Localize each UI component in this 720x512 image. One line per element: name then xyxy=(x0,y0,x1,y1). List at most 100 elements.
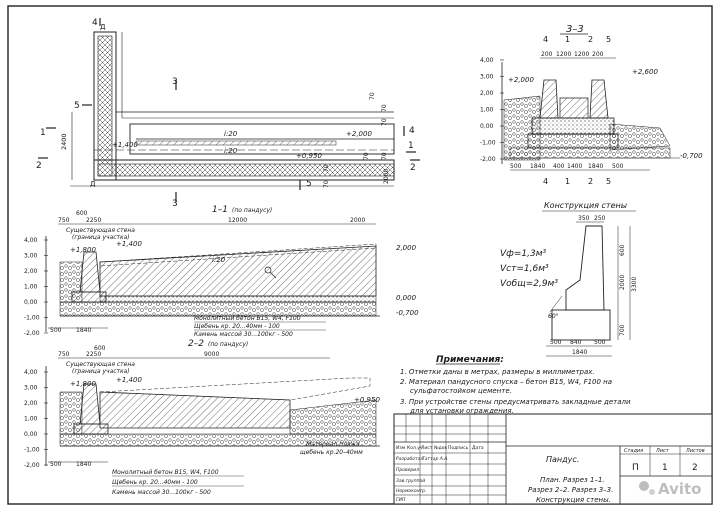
elevation-mark: -0,700 xyxy=(680,152,703,160)
material-note: Монолитный бетон B15, W4, F100 xyxy=(112,469,219,476)
dim-label: 1200 xyxy=(556,51,571,58)
material-note: Камень массой 30...100кг - 500 xyxy=(112,489,211,496)
scale-tick-label: -1,00 xyxy=(24,447,40,454)
scale-tick-label: 1,00 xyxy=(24,284,38,291)
plan-grid-letter: Д xyxy=(100,23,106,31)
dim-label: 600 xyxy=(94,345,106,352)
plan-dim: 70 xyxy=(323,180,330,188)
plan-section-mark: 3 xyxy=(172,77,178,87)
elevation-mark: -0,700 xyxy=(396,309,419,317)
plan-dim: 70 xyxy=(381,152,388,160)
stamp-header: Дата xyxy=(472,445,484,451)
plan-elevation-mark: +0,950 xyxy=(296,152,322,160)
plan-section-mark: 5 xyxy=(74,101,80,111)
drawing-contents: Конструкция стены. xyxy=(536,496,611,504)
stamp-role: ГИП xyxy=(396,497,406,503)
dim-label: 500 xyxy=(550,339,562,346)
stamp-header: Изм xyxy=(396,445,405,451)
section-subtitle: (по пандусу) xyxy=(232,207,272,214)
scale-tick-label: 2,00 xyxy=(24,400,38,407)
stamp-author: Таттар А.А. xyxy=(422,456,449,462)
dim-label: 1840 xyxy=(530,163,545,170)
stamp-header: Кол.уч xyxy=(407,445,423,451)
drawing-contents: План. Разрез 1–1. xyxy=(540,476,605,484)
dim-label: 840 xyxy=(570,339,582,346)
scale-tick-label: 0,00 xyxy=(24,299,38,306)
section-1-1: 1–1 (по пандусу) 600 750 2250 12000 2000… xyxy=(24,205,419,338)
material-note: Щебень кр. 20...40мм - 100 xyxy=(194,323,280,330)
stamp-header: Листов xyxy=(685,448,705,454)
elevation-mark: +2,000 xyxy=(508,76,534,84)
dim-label: 12000 xyxy=(228,217,247,224)
dim-label: 250 xyxy=(594,215,606,222)
section-subtitle: (по пандусу) xyxy=(208,341,248,348)
plan-dim: 2400 xyxy=(60,133,68,150)
stamp-sheet: 1 xyxy=(662,463,668,473)
stamp-role: Разработал xyxy=(396,456,423,462)
angle-label: 60° xyxy=(548,313,559,320)
volume-label: Vст=1,6м³ xyxy=(500,264,549,274)
dim-label: 750 xyxy=(58,351,70,358)
scale-tick-label: 3,00 xyxy=(24,253,38,260)
scale-tick-label: -1,00 xyxy=(480,140,496,147)
wall-label: Существующая стена xyxy=(66,361,135,368)
scale-tick-label: 1,00 xyxy=(480,107,494,114)
material-note: Монолитный бетон B15, W4, F100 xyxy=(194,315,301,322)
dim-label: 1400 xyxy=(567,163,582,170)
dim-label: 500 xyxy=(594,339,606,346)
dim-label: 600 xyxy=(76,210,88,217)
scale-tick-label: 1,00 xyxy=(24,416,38,423)
dim-label: 2250 xyxy=(86,351,101,358)
elevation-mark: +1,400 xyxy=(116,240,142,248)
section-mark: 1 xyxy=(565,177,570,186)
stamp-header: №док xyxy=(434,445,448,451)
dim-label: 400 xyxy=(553,163,565,170)
elevation-mark: +1,800 xyxy=(70,246,96,254)
section-title: 1–1 xyxy=(212,205,228,215)
plan-dim: 70 xyxy=(381,118,388,126)
plan-section-mark: 4 xyxy=(92,18,98,28)
notes-block: Примечания: 1. Отметки даны в метрах, ра… xyxy=(400,355,631,415)
dim-label: 200 xyxy=(541,51,553,58)
material-note: Материал пляжа xyxy=(306,441,360,448)
scale-tick-label: 0,00 xyxy=(24,431,38,438)
material-note: Камень массой 30...100кг - 500 xyxy=(194,331,293,338)
stamp-role: Нормоконтр. xyxy=(396,488,426,494)
scale-tick-label: 4,00 xyxy=(24,369,38,376)
scale-tick-label: -2,00 xyxy=(24,462,40,469)
wall-label: (граница участка) xyxy=(72,368,130,375)
stamp-role: Зав.группой xyxy=(396,478,425,484)
plan-elevation-mark: +2,000 xyxy=(346,130,372,138)
scale-tick-label: 3,00 xyxy=(24,385,38,392)
dim-label: 1200 xyxy=(574,51,589,58)
dim-label: 9000 xyxy=(204,351,219,358)
scale-tick-label: 4,00 xyxy=(480,57,494,64)
dim-label: 1840 xyxy=(572,349,587,356)
stamp-stage: П xyxy=(632,463,639,473)
dim-label: 500 xyxy=(50,327,62,334)
avito-logo-icon xyxy=(639,481,649,491)
stamp-role: Проверил xyxy=(396,467,419,473)
plan-dim: 70 xyxy=(323,164,330,172)
drawing-name: Пандус. xyxy=(546,455,579,464)
plan-section-mark: 1 xyxy=(408,141,414,151)
plan-slope-label: i:20 xyxy=(224,130,238,138)
slope-label: i:20 xyxy=(212,256,226,264)
dim-label: 500 xyxy=(50,461,62,468)
avito-watermark: Avito xyxy=(639,480,701,498)
dim-label: 2000 xyxy=(350,217,365,224)
dim-label: 600 xyxy=(619,244,626,256)
scale-tick-label: 3,00 xyxy=(480,74,494,81)
dim-label: 1840 xyxy=(588,163,603,170)
plan-elevation-mark: +1,400 xyxy=(112,141,138,149)
note-line: сульфатостойком цементе. xyxy=(410,387,512,395)
note-line: 2. Материал пандусного спуска – бетон B1… xyxy=(400,378,612,386)
dim-label: 3300 xyxy=(631,277,638,292)
section-title: 2–2 xyxy=(188,339,204,349)
elevation-mark: 2,000 xyxy=(396,244,417,252)
plan-section-mark: 2 xyxy=(410,163,416,173)
watermark-text: Avito xyxy=(658,480,701,498)
scale-tick-label: 0,00 xyxy=(480,123,494,130)
sheet-frame xyxy=(7,5,713,505)
section-3-3: 3–3 4 1 2 5 200 1200 1200 200 4,003,002,… xyxy=(480,24,703,186)
